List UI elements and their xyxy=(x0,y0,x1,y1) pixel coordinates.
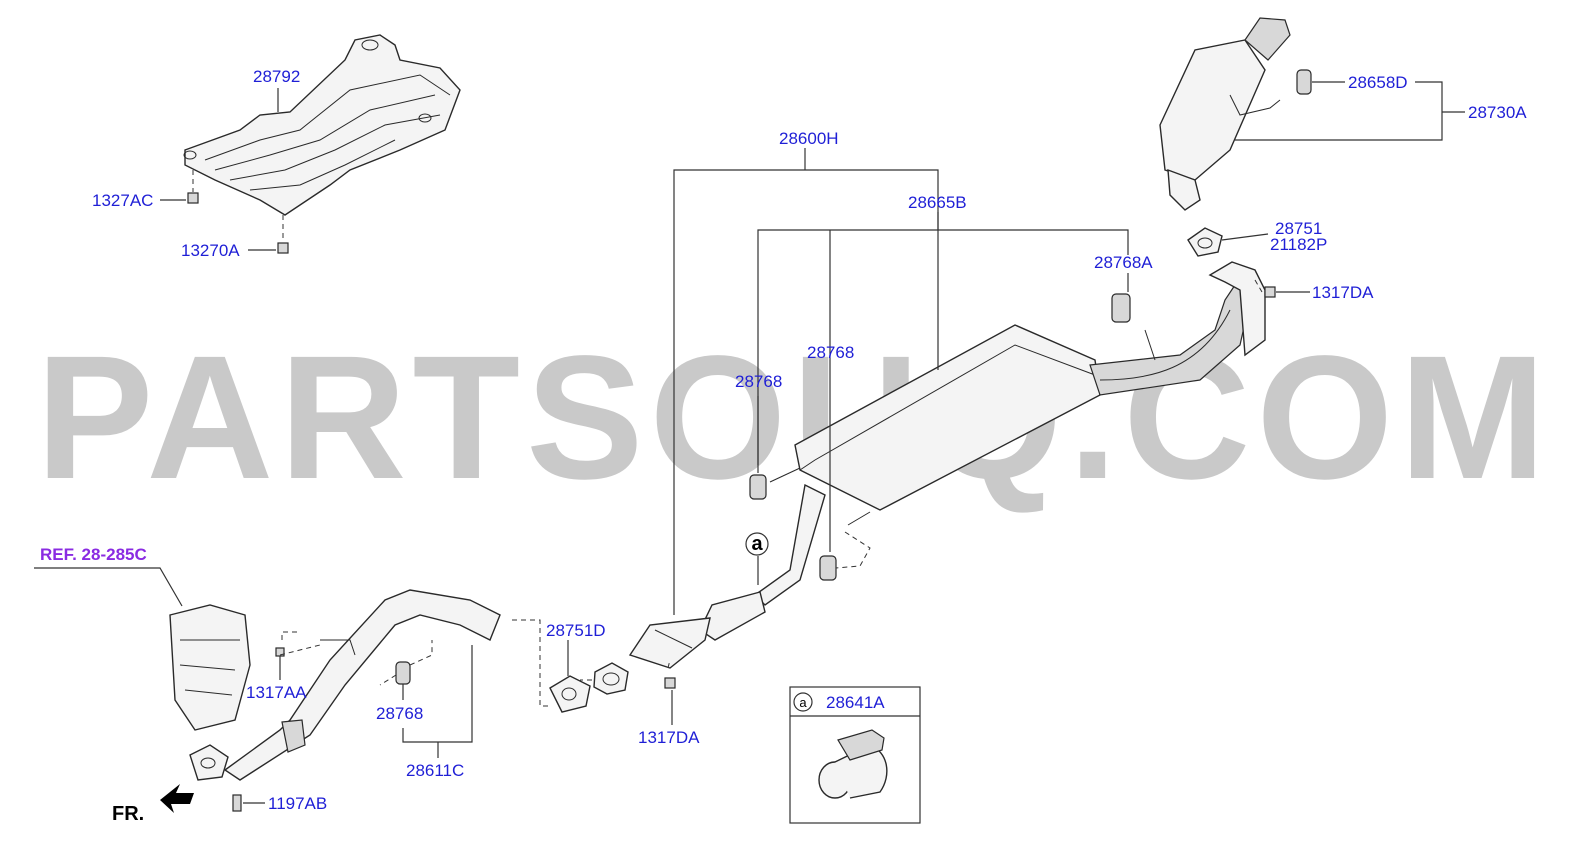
rear-muffler-part[interactable] xyxy=(1159,17,1291,211)
label-28658d[interactable]: 28658D xyxy=(1348,73,1408,92)
front-pipe-part[interactable] xyxy=(628,483,826,669)
label-1317da-top[interactable]: 1317DA xyxy=(1312,283,1374,302)
clamp-part[interactable] xyxy=(818,729,888,799)
center-muffler-part[interactable] xyxy=(794,284,1251,511)
hanger-28768a[interactable] xyxy=(1111,293,1131,323)
label-28792[interactable]: 28792 xyxy=(253,67,300,86)
hanger-28768-lower[interactable] xyxy=(395,661,411,685)
catalytic-manifold-ref-part[interactable] xyxy=(169,604,251,731)
nut-13270a[interactable] xyxy=(277,242,289,254)
bracket-28600h xyxy=(673,169,939,615)
heat-protector-part[interactable] xyxy=(183,34,461,216)
front-arrow-icon xyxy=(160,784,194,813)
label-1317aa[interactable]: 1317AA xyxy=(246,683,307,702)
callout-a-circle[interactable] xyxy=(745,532,769,556)
label-28768-mid[interactable]: 28768 xyxy=(807,343,854,362)
label-1327ac[interactable]: 1327AC xyxy=(92,191,153,210)
label-28768-left[interactable]: 28768 xyxy=(735,372,782,391)
inset-clamp-box[interactable]: a 28641A xyxy=(789,686,921,824)
bracket-28611c xyxy=(402,645,473,743)
dash-1317aa xyxy=(279,631,321,656)
label-21182p[interactable]: 21182P xyxy=(1270,235,1327,254)
bolt-1197ab[interactable] xyxy=(232,794,242,812)
label-28611c[interactable]: 28611C xyxy=(406,761,464,780)
label-28751[interactable]: 28751 xyxy=(1275,219,1322,238)
label-28665b[interactable]: 28665B xyxy=(908,193,967,212)
hanger-rod-left xyxy=(769,467,801,483)
label-28600h[interactable]: 28600H xyxy=(779,129,839,148)
callout-a-symbol: a xyxy=(751,533,763,555)
rear-pipe-part[interactable] xyxy=(1208,261,1266,357)
watermark-text: PARTSOUQ.COM xyxy=(36,320,1552,516)
dash-28768-lower xyxy=(379,640,433,686)
inset-part-label[interactable]: 28641A xyxy=(826,693,885,712)
hanger-28768-mid[interactable] xyxy=(819,555,837,581)
hanger-28658d[interactable] xyxy=(1296,69,1312,95)
dash-1317da-top xyxy=(1254,279,1263,293)
dash-28751d xyxy=(512,619,552,707)
leader-28751 xyxy=(1221,233,1269,241)
front-indicator: FR. xyxy=(112,803,144,825)
label-28730a[interactable]: 28730A xyxy=(1468,103,1527,122)
leader-ref xyxy=(34,567,183,607)
nut-1327ac[interactable] xyxy=(187,192,199,204)
front-flange-1197ab[interactable] xyxy=(189,744,229,781)
dash-1317da-bottom xyxy=(667,659,671,669)
label-13270a[interactable]: 13270A xyxy=(181,241,240,260)
nut-1317da-top[interactable] xyxy=(1264,286,1276,298)
bracket-28665b xyxy=(757,229,1129,465)
hanger-rod-mid xyxy=(847,511,871,526)
nut-1317da-bottom[interactable] xyxy=(664,677,676,689)
dash-28768-mid xyxy=(835,531,871,569)
gasket-28751d[interactable] xyxy=(549,675,591,713)
inset-symbol-circle xyxy=(793,692,813,712)
label-28751d[interactable]: 28751D xyxy=(546,621,606,640)
label-28768-lower[interactable]: 28768 xyxy=(376,704,423,723)
label-1317da-bottom[interactable]: 1317DA xyxy=(638,728,700,747)
front-catalytic-pipe-part[interactable] xyxy=(223,589,501,781)
hanger-28768-left[interactable] xyxy=(749,474,767,500)
bracket-28730a xyxy=(1235,81,1443,141)
front-flange-part[interactable] xyxy=(593,662,629,695)
hanger-rod-rear xyxy=(1144,329,1156,361)
label-28768a[interactable]: 28768A xyxy=(1094,253,1153,272)
reference-link[interactable]: REF. 28-285C xyxy=(40,545,147,564)
gasket-28751[interactable] xyxy=(1187,227,1223,257)
label-1197ab[interactable]: 1197AB xyxy=(268,794,327,813)
inset-symbol: a xyxy=(799,695,807,710)
